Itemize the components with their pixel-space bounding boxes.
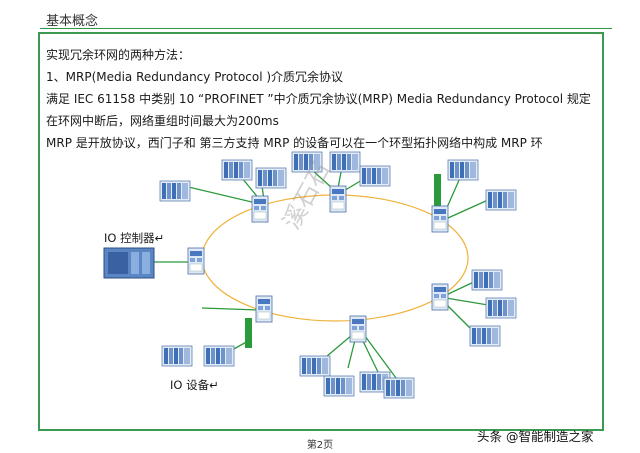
- io-rack: [447, 159, 479, 181]
- io-rack: [221, 159, 253, 181]
- io-rack: [485, 189, 517, 211]
- ring-switch: [187, 247, 205, 275]
- brand-watermark: 头条 @智能制造之家: [477, 429, 594, 444]
- text-line-3: 满足 IEC 61158 中类别 10 “PROFINET ”中介质冗余协议(M…: [46, 92, 591, 106]
- io-rack: [469, 325, 501, 347]
- page-title: 基本概念: [46, 14, 99, 29]
- text-line-4: 在环网中断后，网络重组时间最大为200ms: [46, 114, 279, 128]
- ring-switches: [187, 185, 449, 343]
- io-rack: [485, 297, 517, 319]
- io-rack: [299, 355, 331, 377]
- ring-switch: [251, 195, 269, 223]
- page-number: 第2页: [306, 440, 334, 451]
- ring-switch: [329, 185, 347, 213]
- text-line-2: 1、MRP(Media Redundancy Protocol )介质冗余协议: [46, 70, 344, 84]
- io-rack: [471, 269, 503, 291]
- ring-switch: [431, 283, 449, 311]
- ring-switch: [431, 205, 449, 233]
- io-rack: [383, 377, 415, 399]
- io-rack: [159, 180, 191, 202]
- mrp-ring: [201, 194, 469, 322]
- io-rack: [255, 167, 287, 189]
- io-device-label: IO 设备↵: [170, 378, 219, 392]
- io-rack: [323, 375, 355, 397]
- body-text: 实现冗余环网的两种方法： 1、MRP(Media Redundancy Prot…: [46, 44, 602, 154]
- ring-switch: [255, 295, 273, 323]
- io-rack: [359, 165, 391, 187]
- ring-switch: [349, 315, 367, 343]
- text-line-1: 实现冗余环网的两种方法：: [46, 48, 191, 62]
- io-controller-plc: [103, 247, 155, 279]
- io-rack: [161, 345, 193, 367]
- text-line-5: MRP 是开放协议，西门子和 第三方支持 MRP 的设备可以在一个环型拓扑网络中…: [46, 136, 543, 150]
- header-divider: [40, 28, 612, 29]
- io-controller-label: IO 控制器↵: [104, 231, 165, 245]
- io-rack: [203, 345, 235, 367]
- content-frame: [38, 32, 604, 431]
